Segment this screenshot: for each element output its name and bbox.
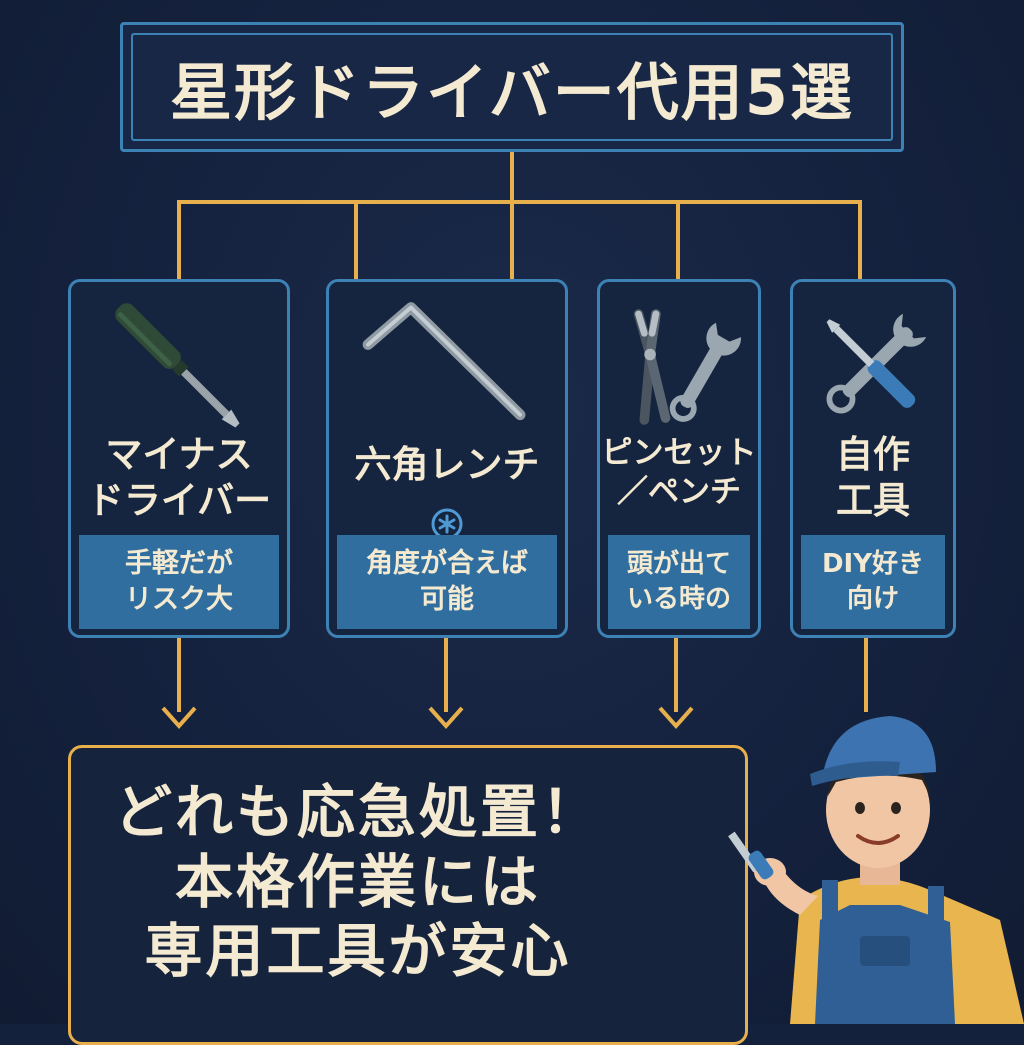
card-note-line: リスク大 xyxy=(125,584,233,615)
conclusion-box: どれも応急処置！ 本格作業には 専用工具が安心 xyxy=(68,745,748,1045)
card-pliers: ピンセット ／ペンチ 頭が出て いる時の xyxy=(597,279,761,638)
card-title: 六角レンチ xyxy=(329,442,565,488)
card-note-line: 角度が合えば xyxy=(366,547,528,579)
card-title-line: ／ペンチ xyxy=(617,473,741,510)
worker-illustration xyxy=(728,716,1024,1024)
arrow-head-2 xyxy=(428,706,464,730)
card-title-line: マイナス xyxy=(105,433,253,476)
card-note-line: 向け xyxy=(846,584,899,614)
card-hex-key: 六角レンチ 角度が合えば 可能 xyxy=(326,279,568,638)
card-note: 手軽だが リスク大 xyxy=(79,535,279,629)
card-diy-tool: 自作 工具 DIY好き 向け xyxy=(790,279,956,638)
conclusion-line: どれも応急処置！ xyxy=(113,778,602,846)
card-flathead-screwdriver: マイナス ドライバー 手軽だが リスク大 xyxy=(68,279,290,638)
card-note-line: 頭が出て xyxy=(626,548,731,579)
card-title-line: 工具 xyxy=(836,479,910,523)
card-title: 自作 工具 xyxy=(793,432,953,525)
card-title-line: 六角レンチ xyxy=(354,443,540,486)
card-title: マイナス ドライバー xyxy=(71,432,287,525)
card-note-line: DIY好き xyxy=(821,548,925,579)
conclusion-line: 専用工具が安心 xyxy=(144,917,572,986)
connector-lines xyxy=(161,152,868,730)
pliers-wrench-icon xyxy=(600,292,758,442)
crossed-tools-icon xyxy=(793,292,953,442)
conclusion-line: 本格作業には xyxy=(174,847,541,916)
card-note-line: 可能 xyxy=(420,584,474,615)
hex-key-icon xyxy=(329,292,565,442)
arrow-head-1 xyxy=(161,706,197,730)
card-note-line: 手軽だが xyxy=(125,547,233,579)
card-title-line: ドライバー xyxy=(86,479,272,523)
card-title: ピンセット ／ペンチ xyxy=(600,434,758,512)
title-inner-frame: 星形ドライバー代用5選 xyxy=(131,33,893,141)
card-note: DIY好き 向け xyxy=(801,535,945,629)
card-note: 角度が合えば 可能 xyxy=(337,535,557,629)
title-banner: 星形ドライバー代用5選 xyxy=(120,22,904,152)
card-note: 頭が出て いる時の xyxy=(608,535,750,629)
arrow-head-3 xyxy=(658,706,694,730)
card-note-line: いる時の xyxy=(626,584,731,614)
flathead-screwdriver-icon xyxy=(71,292,287,442)
card-title-line: ピンセット xyxy=(601,435,757,471)
card-title-line: 自作 xyxy=(836,433,910,476)
page-title: 星形ドライバー代用5選 xyxy=(170,56,854,129)
